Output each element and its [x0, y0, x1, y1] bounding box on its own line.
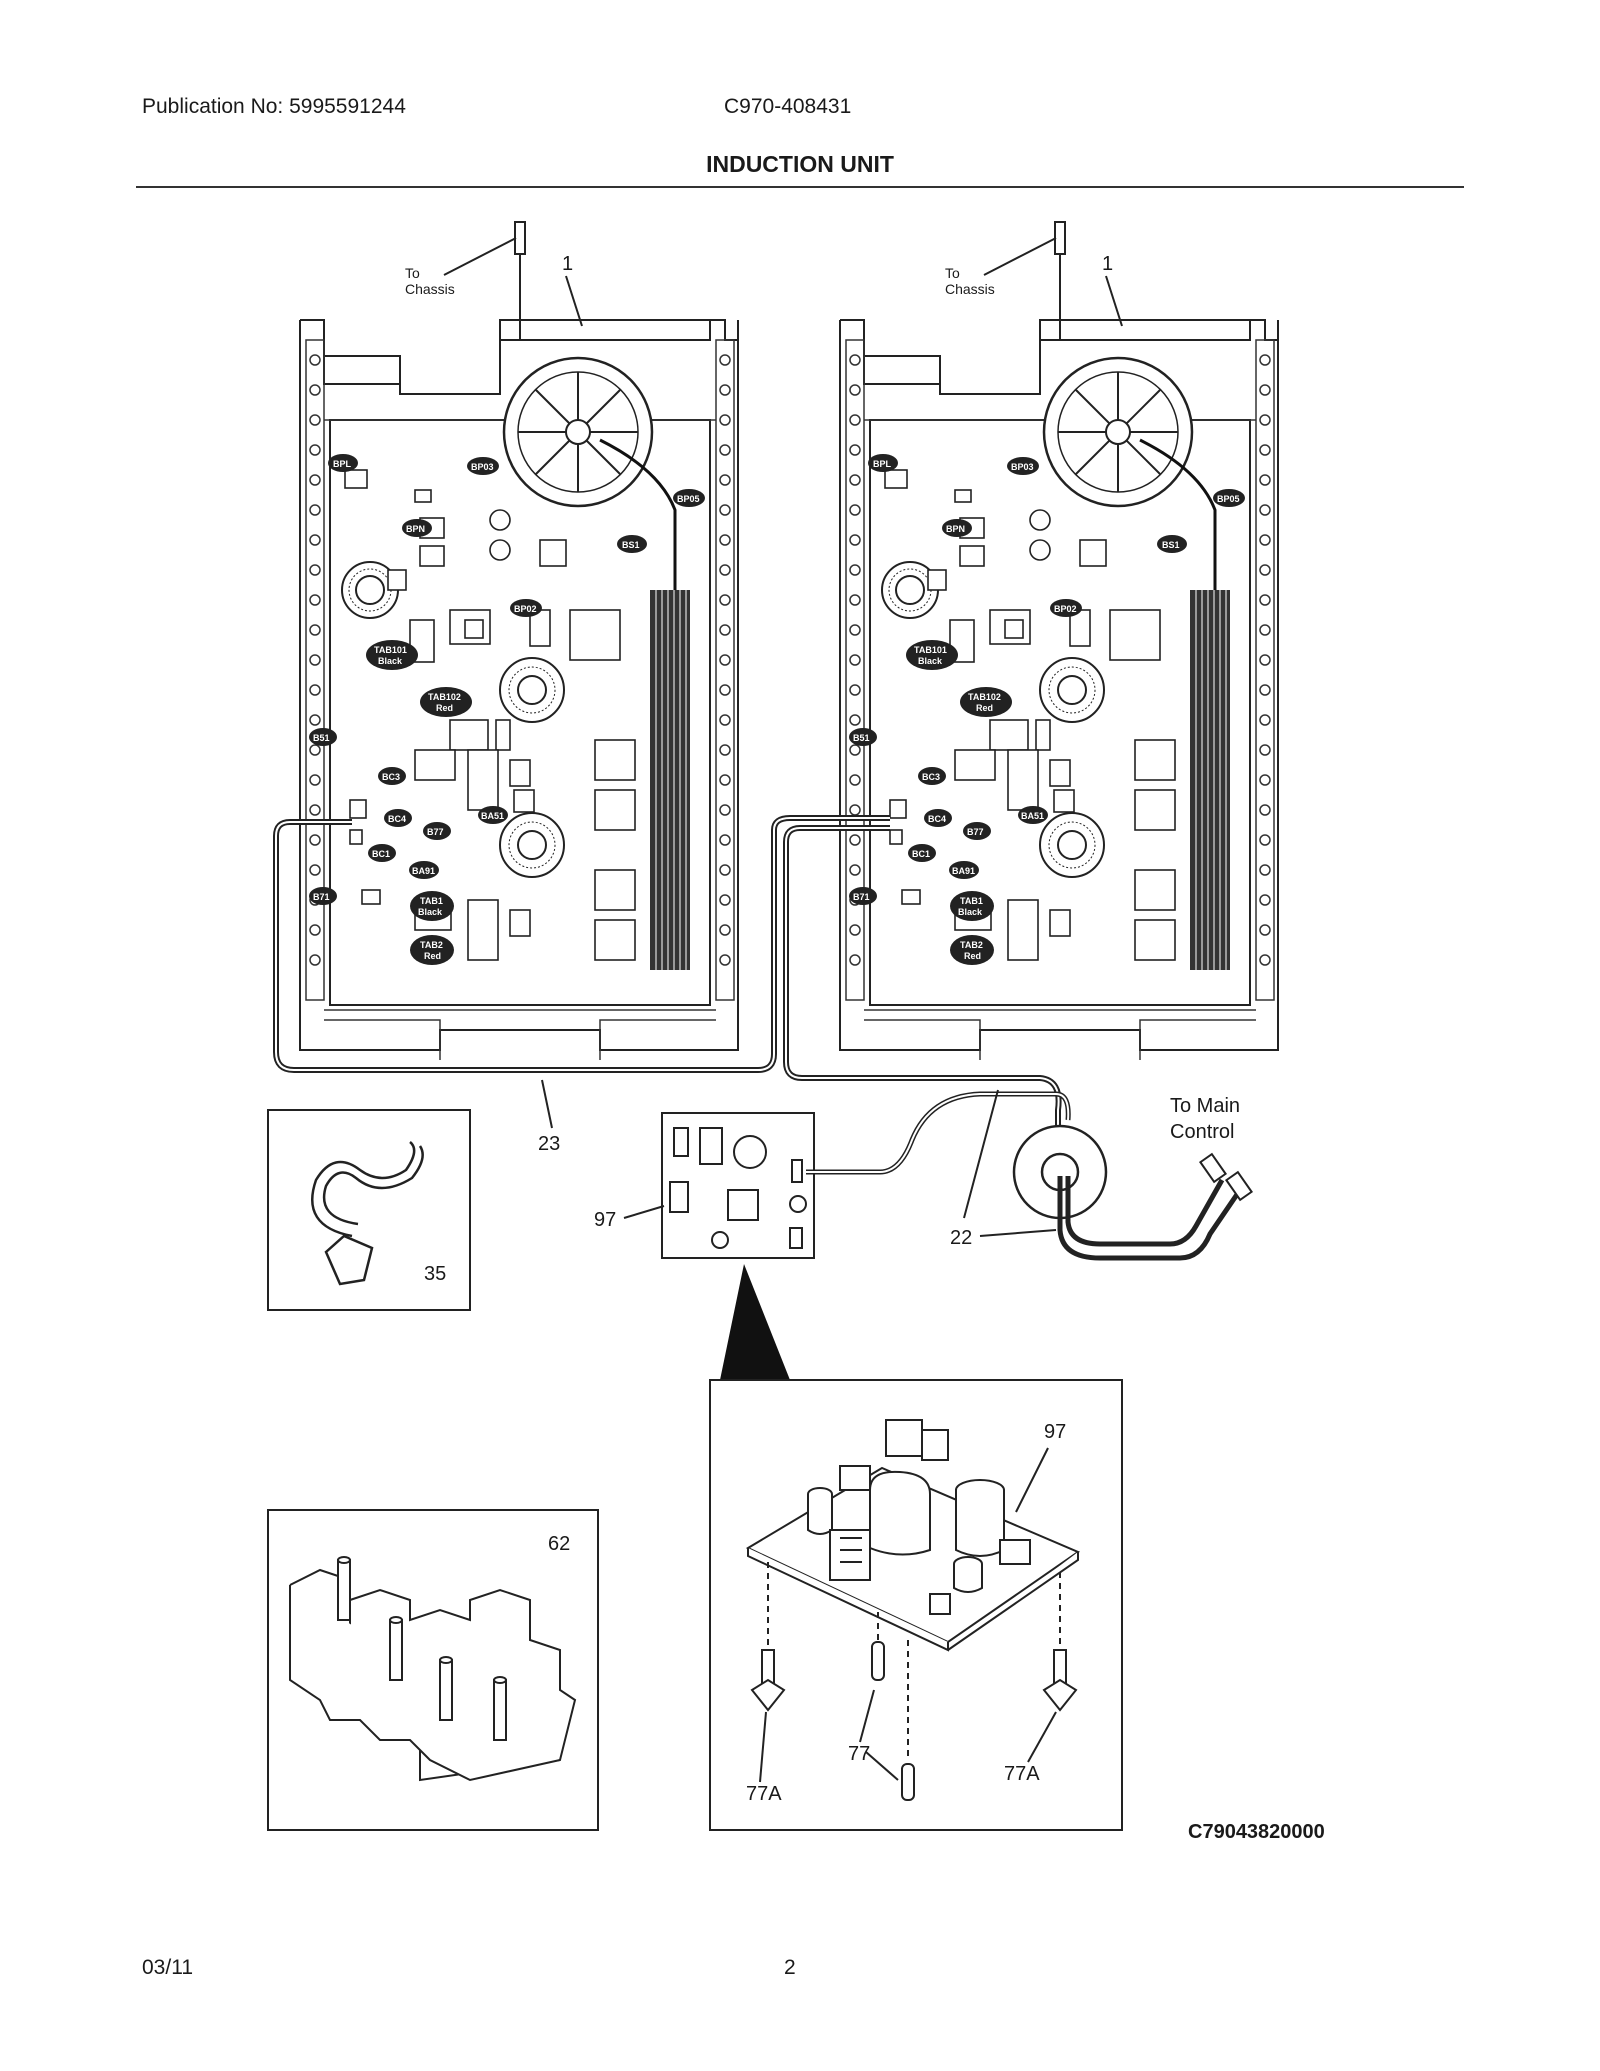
- svg-text:BC3: BC3: [382, 772, 400, 782]
- svg-text:TAB101: TAB101: [374, 645, 407, 655]
- svg-text:BPN: BPN: [946, 524, 965, 534]
- callout-part-22: 22: [950, 1227, 972, 1249]
- diagram-code: C79043820000: [1188, 1821, 1325, 1843]
- leader-part-77a-right: [1027, 1711, 1057, 1763]
- svg-text:BP05: BP05: [677, 494, 700, 504]
- svg-text:B71: B71: [313, 892, 330, 902]
- svg-text:BPL: BPL: [873, 459, 892, 469]
- callout-part-77: 77: [848, 1743, 870, 1765]
- footer-date: 03/11: [142, 1956, 193, 1979]
- svg-text:TAB1: TAB1: [420, 896, 443, 906]
- svg-text:Red: Red: [976, 703, 993, 713]
- svg-text:BP03: BP03: [1011, 462, 1034, 472]
- svg-text:Red: Red: [436, 703, 453, 713]
- svg-text:Black: Black: [418, 907, 443, 917]
- svg-text:BA91: BA91: [412, 866, 435, 876]
- induction-board-right: [838, 318, 1280, 1062]
- leader-part-1-right: [1105, 275, 1123, 327]
- chassis-label-right: Chassis: [945, 281, 995, 297]
- part-97-detail-box: [709, 1379, 1123, 1831]
- callout-part-77a-left: 77A: [746, 1783, 782, 1805]
- to-main-label: To Main: [1170, 1095, 1240, 1117]
- svg-text:BA51: BA51: [1021, 811, 1044, 821]
- svg-text:BPL: BPL: [333, 459, 352, 469]
- svg-text:BPN: BPN: [406, 524, 425, 534]
- svg-text:B51: B51: [313, 733, 330, 743]
- svg-text:B71: B71: [853, 892, 870, 902]
- callout-part-77a-right: 77A: [1004, 1763, 1040, 1785]
- svg-text:B77: B77: [427, 827, 444, 837]
- to-label-right: To: [945, 265, 960, 281]
- part-62-box: [267, 1509, 599, 1831]
- svg-text:Black: Black: [378, 656, 403, 666]
- wire-clip-35: [311, 1141, 424, 1286]
- svg-text:Black: Black: [958, 907, 983, 917]
- svg-text:TAB102: TAB102: [968, 692, 1001, 702]
- callout-part-62: 62: [548, 1533, 570, 1555]
- chassis-ground-wire-right: [983, 221, 1066, 340]
- power-board-97-detail: [745, 1419, 1081, 1652]
- svg-text:TAB101: TAB101: [914, 645, 947, 655]
- model-number: C970-408431: [724, 95, 852, 118]
- publication-number: Publication No: 5995591244: [142, 95, 406, 118]
- part-35-box: [267, 1109, 471, 1311]
- chassis-label-left: Chassis: [405, 281, 455, 297]
- svg-text:BC1: BC1: [372, 849, 390, 859]
- callout-part-1-right: 1: [1102, 253, 1113, 275]
- page-title: INDUCTION UNIT: [706, 151, 894, 177]
- power-board-97-small: [661, 1112, 815, 1259]
- svg-text:BP02: BP02: [1054, 604, 1077, 614]
- ferrite-toroid: [1012, 1124, 1254, 1261]
- control-label: Control: [1170, 1121, 1234, 1143]
- svg-text:BA91: BA91: [952, 866, 975, 876]
- svg-text:BC4: BC4: [928, 814, 946, 824]
- footer-page-number: 2: [784, 1956, 796, 1979]
- svg-text:BS1: BS1: [1162, 540, 1180, 550]
- svg-text:BC4: BC4: [388, 814, 406, 824]
- svg-text:Red: Red: [964, 951, 981, 961]
- standoffs-77: [750, 1562, 1078, 1801]
- leader-part-97-small: [623, 1205, 665, 1219]
- leader-part-22: [979, 1229, 1057, 1237]
- svg-text:Black: Black: [918, 656, 943, 666]
- svg-text:TAB2: TAB2: [420, 940, 443, 950]
- svg-text:BA51: BA51: [481, 811, 504, 821]
- svg-text:BS1: BS1: [622, 540, 640, 550]
- svg-text:BP05: BP05: [1217, 494, 1240, 504]
- callout-part-97-small: 97: [594, 1209, 616, 1231]
- callout-part-97-detail: 97: [1044, 1421, 1066, 1443]
- wire-harness-23: [273, 815, 890, 1073]
- svg-text:TAB1: TAB1: [960, 896, 983, 906]
- leader-part-77: [859, 1689, 875, 1743]
- svg-text:BC1: BC1: [912, 849, 930, 859]
- wire-holder-62: [289, 1556, 577, 1782]
- leader-part-23: [541, 1079, 553, 1129]
- svg-text:TAB102: TAB102: [428, 692, 461, 702]
- leader-part-77a-left: [759, 1711, 767, 1783]
- callout-part-23: 23: [538, 1133, 560, 1155]
- svg-text:Red: Red: [424, 951, 441, 961]
- detail-pointer: [720, 1264, 790, 1380]
- leader-part-97-detail: [1015, 1447, 1049, 1513]
- svg-text:B77: B77: [967, 827, 984, 837]
- leader-part-22-b: [963, 1089, 999, 1219]
- svg-text:BC3: BC3: [922, 772, 940, 782]
- svg-text:BP02: BP02: [514, 604, 537, 614]
- leader-part-77-b: [865, 1751, 899, 1781]
- to-label-left: To: [405, 265, 420, 281]
- callout-part-35: 35: [424, 1263, 446, 1285]
- induction-board-left: [298, 318, 740, 1062]
- header-rule: [136, 186, 1464, 188]
- leader-part-1-left: [565, 275, 583, 327]
- svg-text:BP03: BP03: [471, 462, 494, 472]
- svg-text:TAB2: TAB2: [960, 940, 983, 950]
- callout-part-1-left: 1: [562, 253, 573, 275]
- chassis-ground-wire-left: [443, 221, 526, 340]
- svg-text:B51: B51: [853, 733, 870, 743]
